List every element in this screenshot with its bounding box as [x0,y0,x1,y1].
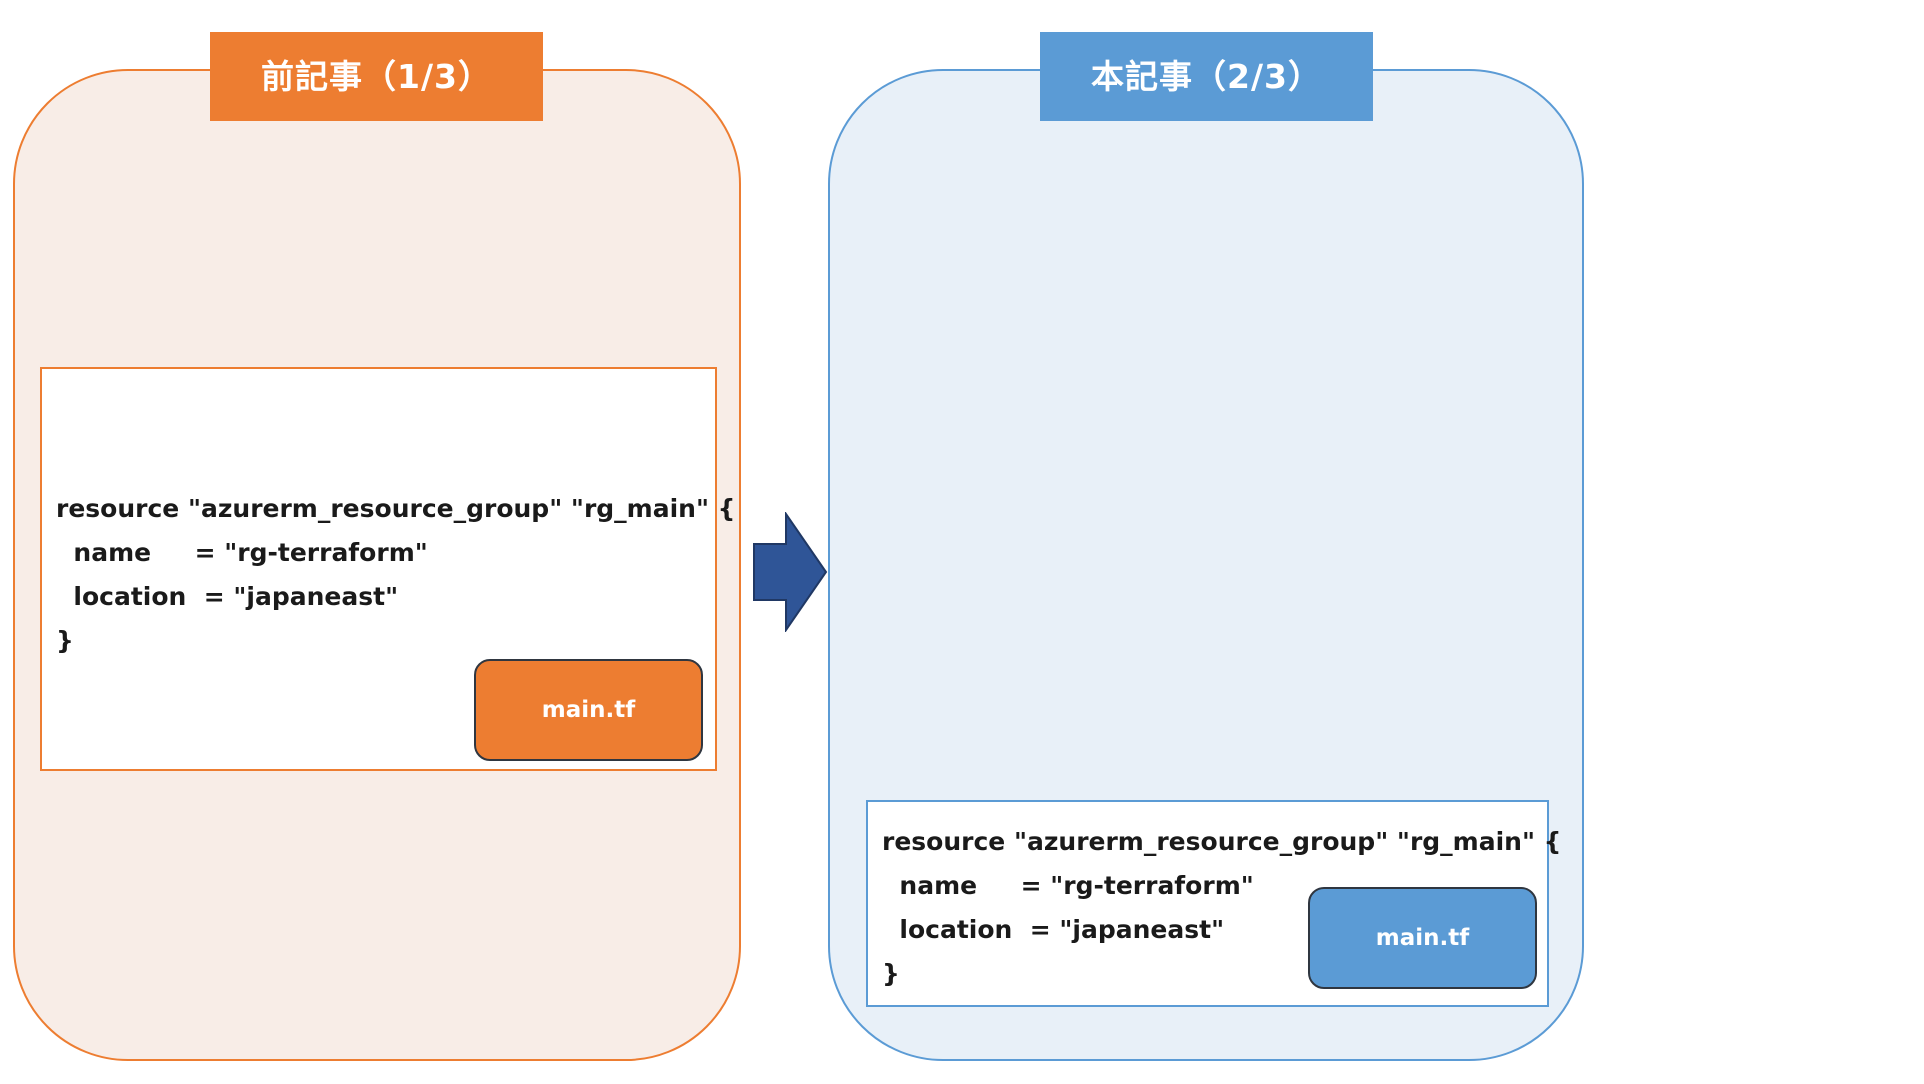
current-code-box: resource "azurerm_resource_group" "rg_ma… [866,800,1561,1007]
previous-file-label: main.tf [474,659,703,761]
previous-article-title: 前記事（1/3） [210,32,543,121]
right-arrow-shape [753,512,828,632]
previous-code-box: resource "azurerm_resource_group" "rg_ma… [40,367,735,771]
current-article-title: 本記事（2/3） [1040,32,1373,121]
previous-code-snippet: resource "azurerm_resource_group" "rg_ma… [56,494,736,655]
current-file-label: main.tf [1308,887,1537,989]
right-arrow-icon [753,512,828,632]
current-code-snippet: resource "azurerm_resource_group" "rg_ma… [882,827,1562,988]
